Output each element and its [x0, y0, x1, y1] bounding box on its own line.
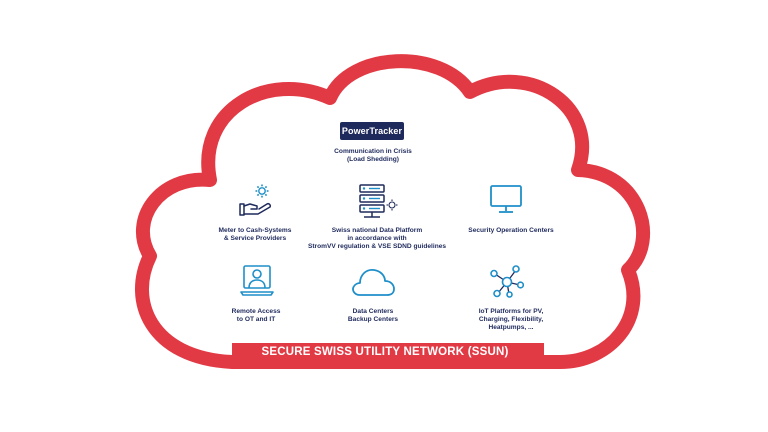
monitor-icon: [490, 185, 522, 213]
user-laptop-icon: [240, 265, 274, 296]
server-stack-icon: [359, 184, 398, 218]
label-iot-platforms: IoT Platforms for PV, Charging, Flexibil…: [478, 308, 544, 331]
powertracker-logo: PowerTracker: [340, 122, 404, 140]
cloud-icon: [352, 269, 395, 296]
label-communication-in-crisis: Communication in Crisis (Load Shedding): [334, 148, 412, 163]
banner-ssun: SECURE SWISS UTILITY NETWORK (SSUN): [261, 346, 509, 358]
hand-gear-icon: [239, 184, 271, 216]
network-nodes-icon: [490, 265, 524, 298]
label-security-operation-centers: Security Operation Centers: [468, 227, 554, 234]
label-meter-to-cash: Meter to Cash-Systems & Service Provider…: [218, 227, 292, 242]
label-data-centers: Data Centers Backup Centers: [347, 308, 399, 323]
label-data-platform: Swiss national Data Platform in accordan…: [307, 227, 447, 250]
label-remote-access: Remote Access to OT and IT: [231, 308, 281, 323]
